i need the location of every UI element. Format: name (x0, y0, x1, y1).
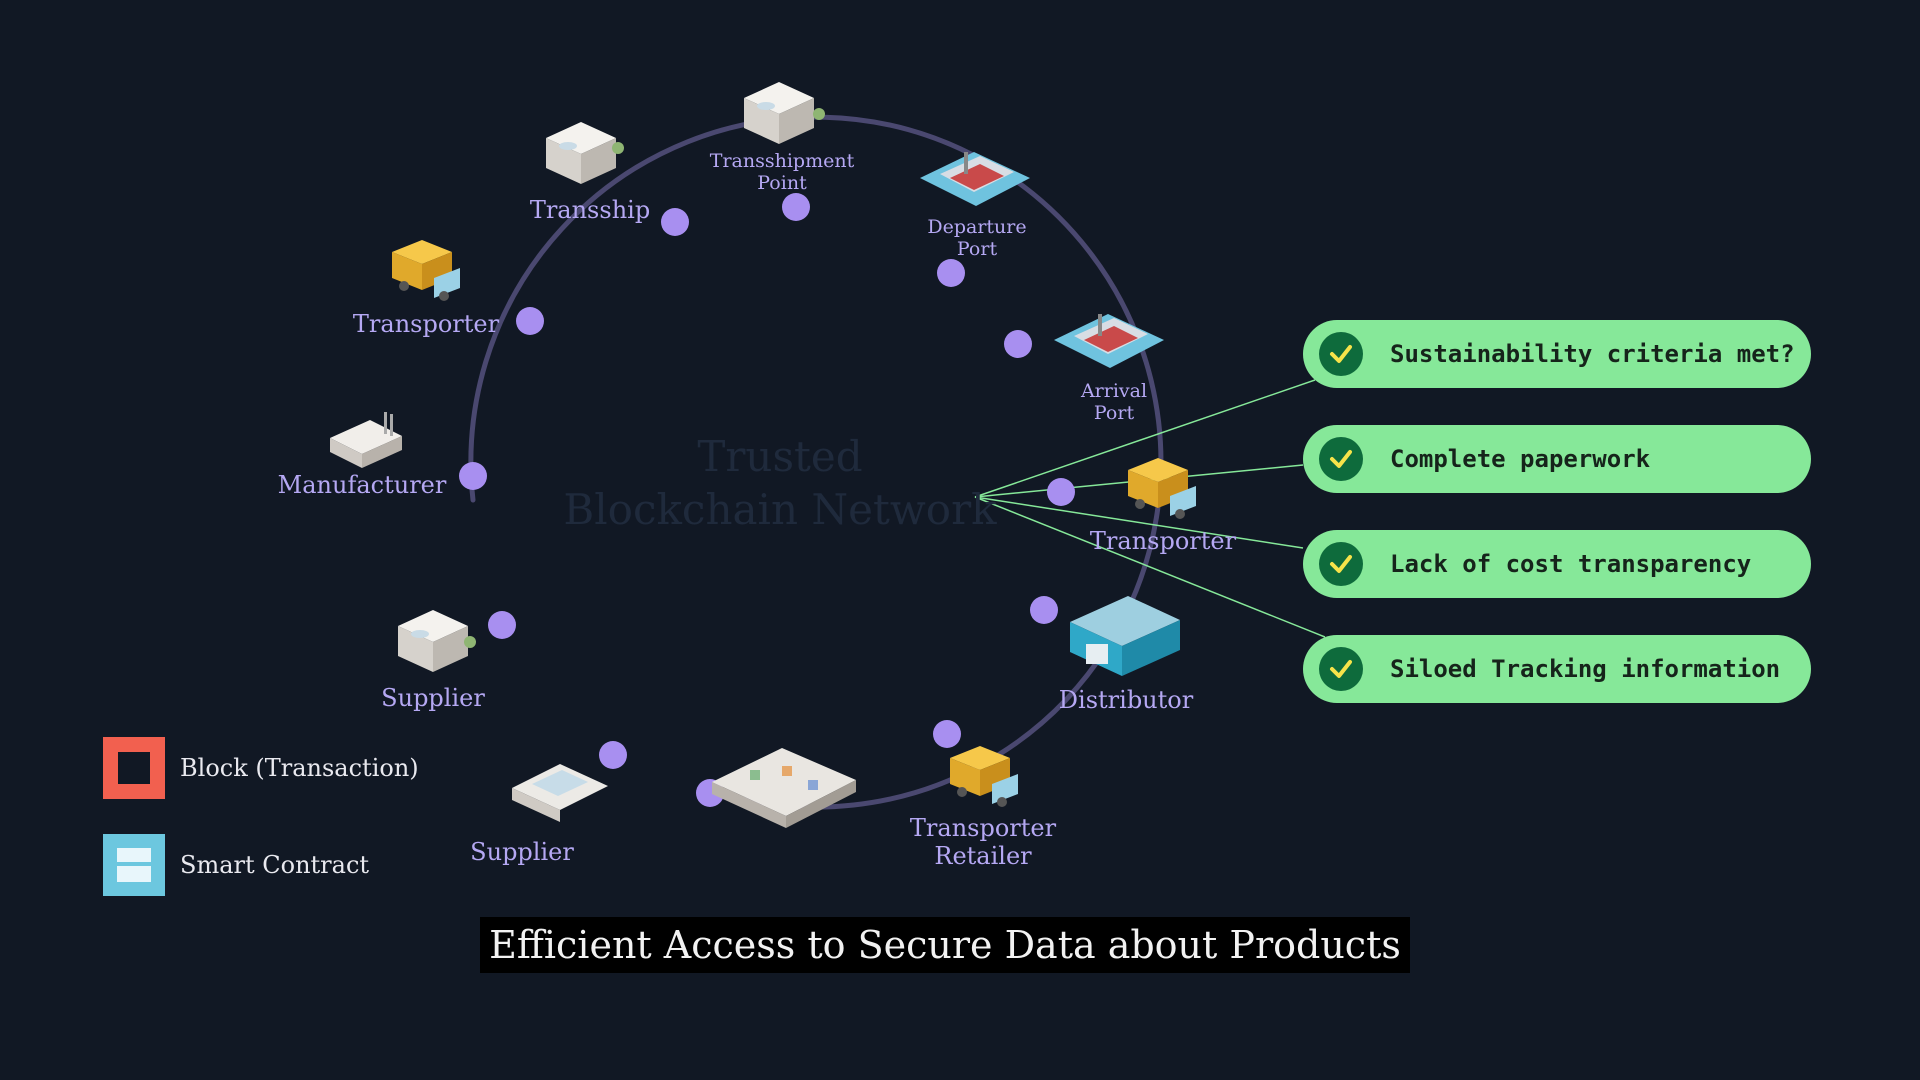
node-dot-manufacturer (459, 462, 487, 490)
connector-line (974, 379, 1316, 498)
node-dot-supplier-1 (488, 611, 516, 639)
footer-caption: Efficient Access to Secure Data about Pr… (480, 917, 1410, 973)
node-label-departure-port: Departure Port (927, 216, 1027, 260)
node-dot-transporter-retailer (933, 720, 961, 748)
port-icon (1054, 314, 1164, 368)
factory-icon (330, 412, 402, 468)
node-label-transshipment-point: Transshipment Point (709, 150, 855, 194)
check-card: Lack of cost transparency (1303, 530, 1811, 598)
check-text: Lack of cost transparency (1390, 550, 1752, 578)
check-icon (1319, 542, 1363, 586)
legend-contract-label: Smart Contract (180, 851, 370, 879)
legend-block-label: Block (Transaction) (180, 754, 419, 782)
building-icon (744, 82, 825, 144)
legend-block: Block (Transaction) (103, 737, 419, 799)
node-dot-transporter-2 (1047, 478, 1075, 506)
store-icon (512, 764, 608, 822)
truck-icon (1128, 458, 1196, 519)
warehouse-icon (1070, 596, 1180, 676)
node-dot-distributor (1030, 596, 1058, 624)
check-card: Siloed Tracking information (1303, 635, 1811, 703)
port-icon (920, 152, 1030, 206)
check-icon (1319, 437, 1363, 481)
smart-contract-icon (103, 834, 165, 896)
legend-contract: Smart Contract (103, 834, 369, 896)
check-icon (1319, 647, 1363, 691)
check-connectors (974, 379, 1326, 638)
check-text: Complete paperwork (1390, 445, 1651, 473)
ring-nodes (459, 193, 1075, 807)
check-icon (1319, 332, 1363, 376)
node-label-supplier-1: Supplier (381, 684, 485, 712)
node-label-arrival-port: Arrival Port (1080, 380, 1148, 424)
connector-line (974, 496, 1304, 549)
node-label-manufacturer: Manufacturer (277, 471, 447, 499)
node-label-transporter-retailer: Transporter Retailer (909, 814, 1057, 870)
node-dot-supplier-2 (599, 741, 627, 769)
node-dot-transship (661, 208, 689, 236)
node-label-transship: Transship (529, 196, 651, 224)
node-dot-transporter (516, 307, 544, 335)
truck-icon (392, 240, 460, 301)
retail-floor-icon (712, 748, 856, 828)
center-label: Trusted Blockchain Network (563, 432, 997, 534)
building-icon (546, 122, 624, 184)
node-label-transporter-2: Transporter (1089, 527, 1237, 555)
truck-icon (950, 746, 1018, 807)
check-card: Sustainability criteria met? (1303, 320, 1811, 388)
node-dot-transshipment-point (782, 193, 810, 221)
check-text: Sustainability criteria met? (1390, 340, 1795, 368)
block-icon (103, 737, 165, 799)
node-label-supplier-2: Supplier (470, 838, 574, 866)
node-dot-departure-port (937, 259, 965, 287)
check-text: Siloed Tracking information (1390, 655, 1781, 683)
connector-line (974, 496, 1326, 638)
building-icon (398, 610, 476, 672)
node-label-distributor: Distributor (1058, 686, 1194, 714)
check-card: Complete paperwork (1303, 425, 1811, 493)
node-label-transporter: Transporter (352, 310, 500, 338)
node-dot-arrival-port (1004, 330, 1032, 358)
